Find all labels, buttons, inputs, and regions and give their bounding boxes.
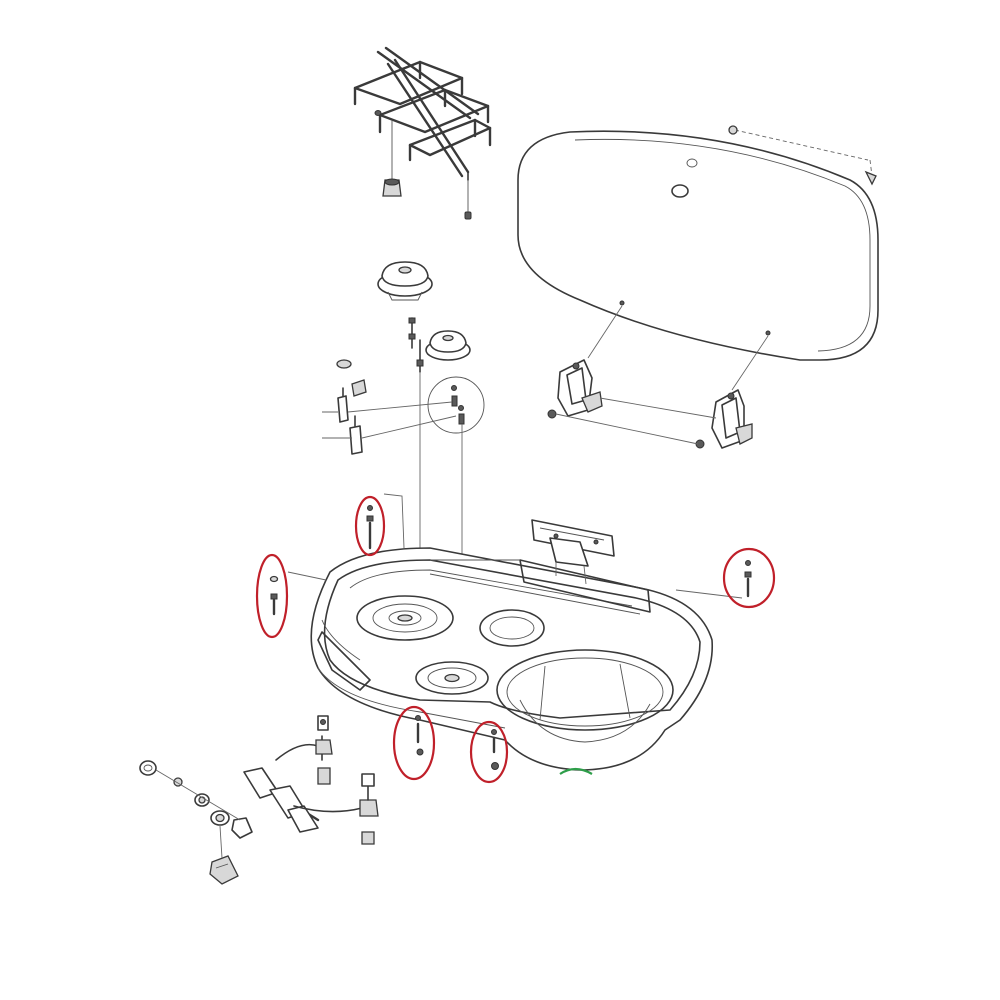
burner-cap-large <box>377 261 433 301</box>
screw-right <box>744 560 752 598</box>
leader-rear-left <box>383 493 405 549</box>
lid-stop-pin <box>728 125 877 186</box>
highlight-screw-set-left <box>255 553 289 639</box>
grid-foot-left <box>374 110 402 197</box>
screw-front-right <box>491 729 499 770</box>
burner-well-large <box>356 595 454 641</box>
burner-cap-small <box>425 330 471 361</box>
gas-connector-fittings <box>139 760 253 885</box>
highlight-screw-set-rear-left <box>354 495 386 557</box>
pan-support-grid <box>353 46 492 181</box>
screw-left <box>269 575 279 616</box>
hinge-right <box>555 335 769 449</box>
glass-lid <box>517 130 879 361</box>
highlight-screw-set-front-middle <box>392 705 436 781</box>
hob-body <box>310 547 714 771</box>
screw-front-middle <box>415 715 424 756</box>
leader-right <box>675 589 743 599</box>
highlight-partial-marker-bottom <box>559 767 593 775</box>
burner-well-small <box>415 661 489 695</box>
injector-detail-circle <box>427 376 485 434</box>
grid-foot-right <box>464 180 472 220</box>
screw-rear-left <box>366 505 374 550</box>
thermocouple-pins <box>408 317 424 373</box>
highlight-screw-set-front-right <box>469 720 509 784</box>
hinge-left <box>547 305 623 419</box>
ignition-electrodes <box>322 359 457 455</box>
burner-ring-centre <box>479 609 545 647</box>
highlight-screw-set-right <box>722 547 776 609</box>
control-bracket <box>531 519 615 585</box>
leader-left <box>287 571 327 581</box>
sink-bowl <box>496 649 674 743</box>
gas-manifold <box>243 715 379 845</box>
